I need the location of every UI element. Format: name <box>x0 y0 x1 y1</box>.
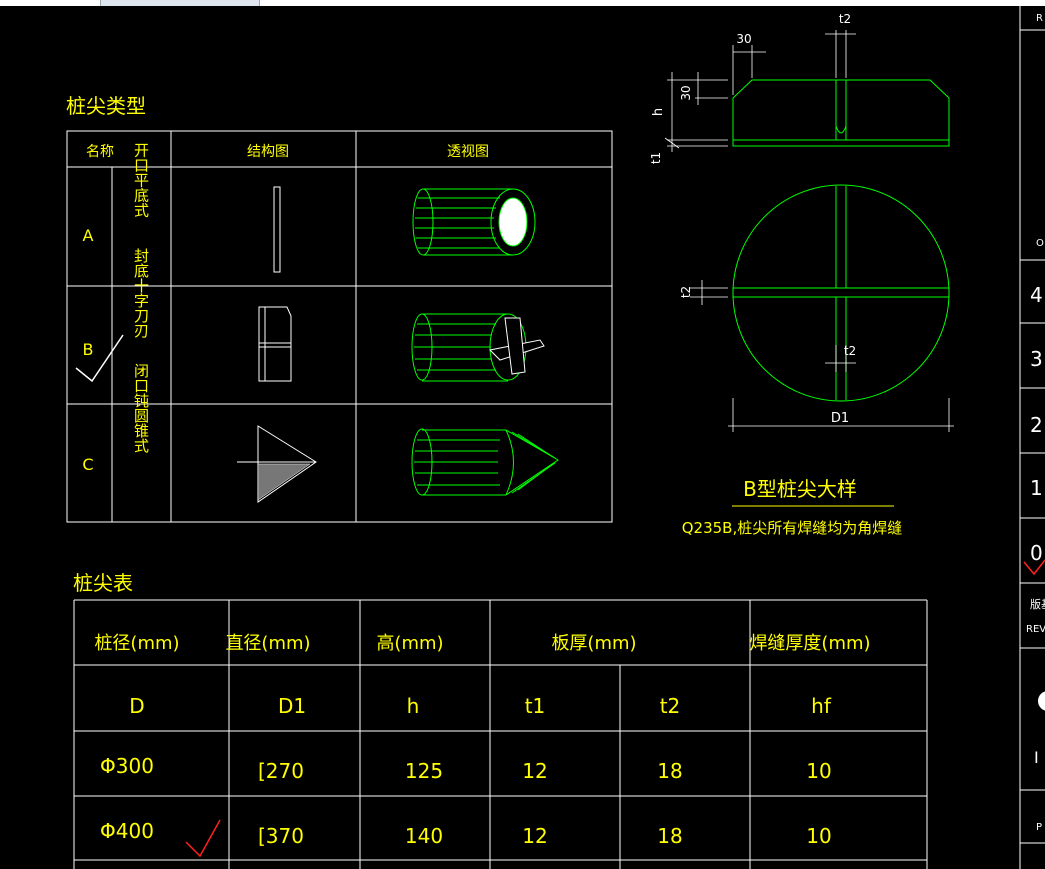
pile-tip-types-section: 桩尖类型 名称 结构图 透视图 A B C 开口平底式 封底十字刀刃 闭口钝圆锥… <box>66 94 613 523</box>
header-name: 名称 <box>86 144 114 160</box>
sym-d1: D1 <box>278 694 306 718</box>
th-pile-diameter: 桩径(mm) <box>94 633 179 654</box>
dim-30-top: 30 <box>736 32 751 46</box>
rev-4: 4 <box>1030 283 1043 307</box>
cell-height: 140 <box>405 824 443 848</box>
pile-tip-types-title: 桩尖类型 <box>66 94 146 118</box>
dim-30-side: 30 <box>679 85 693 100</box>
row-c-letter: C <box>82 455 93 474</box>
cell-pile-diameter: Φ300 <box>100 754 154 778</box>
sym-d: D <box>129 694 144 718</box>
row-b-letter: B <box>83 340 94 359</box>
table-row: Φ300 [270 125 12 18 10 <box>100 754 832 783</box>
sym-hf: hf <box>811 694 832 718</box>
table-row: Φ400 [370 140 12 18 10 <box>100 819 832 848</box>
logo-circle-icon <box>1038 691 1045 711</box>
rev-0: 0 <box>1030 541 1043 565</box>
detail-note: Q235B,桩尖所有焊缝均为角焊缝 <box>682 519 903 537</box>
dim-t2-top: t2 <box>839 12 851 26</box>
rev-2: 2 <box>1030 413 1043 437</box>
rev-red-mark-icon <box>1023 559 1045 576</box>
panel-label-o: O <box>1036 238 1044 249</box>
window-top-bar <box>0 0 1045 6</box>
cell-pile-diameter: Φ400 <box>100 819 154 843</box>
structure-c-cone <box>237 425 317 503</box>
th-weld-thickness: 焊缝厚度(mm) <box>749 633 870 654</box>
cell-diameter: [270 <box>258 759 304 783</box>
row-a-letter: A <box>83 226 94 245</box>
cell-t2: 18 <box>657 824 682 848</box>
dim-t1: t1 <box>649 152 663 164</box>
cad-drawing-canvas: 桩尖类型 名称 结构图 透视图 A B C 开口平底式 封底十字刀刃 闭口钝圆锥… <box>66 6 1045 869</box>
rev-1: 1 <box>1030 476 1043 500</box>
pile-tip-table: 桩尖表 桩径(mm) 直径(mm) 高(mm) 板厚(mm) 焊缝厚度(mm) … <box>73 571 928 869</box>
active-tab[interactable] <box>100 0 260 6</box>
panel-label-p: P <box>1036 822 1042 833</box>
cell-t1: 12 <box>522 824 547 848</box>
th-plate-thickness: 板厚(mm) <box>551 633 636 654</box>
dim-h: h <box>651 108 666 116</box>
cell-diameter: [370 <box>258 824 304 848</box>
sym-t2: t2 <box>660 694 681 718</box>
structure-b-cross <box>258 306 292 382</box>
cell-hf: 10 <box>806 759 831 783</box>
perspective-b-cylinder <box>411 313 545 382</box>
sym-h: h <box>407 694 420 718</box>
dim-d1: D1 <box>831 411 849 426</box>
th-diameter: 直径(mm) <box>225 633 310 654</box>
panel-label-rev: REV <box>1026 624 1045 635</box>
cell-t2: 18 <box>657 759 682 783</box>
structure-a-plate <box>273 186 281 273</box>
row-a-name: 开口平底式 <box>132 143 150 218</box>
th-height: 高(mm) <box>376 633 443 654</box>
check-mark-icon <box>75 334 124 383</box>
cell-height: 125 <box>405 759 443 783</box>
right-title-block: R O 4 3 2 1 0 版基 REV I P <box>1019 6 1045 869</box>
panel-label-r: R <box>1036 13 1043 24</box>
perspective-c-cone <box>411 428 559 496</box>
rev-3: 3 <box>1030 347 1043 371</box>
sym-t1: t1 <box>525 694 546 718</box>
header-structure: 结构图 <box>247 144 289 160</box>
panel-label-version: 版基 <box>1030 597 1045 611</box>
cell-t1: 12 <box>522 759 547 783</box>
row-c-name: 闭口钝圆锥式 <box>132 363 150 453</box>
header-perspective: 透视图 <box>447 144 489 160</box>
dim-t2-center: t2 <box>844 344 856 358</box>
panel-label-i: I <box>1034 748 1039 767</box>
pile-tip-table-title: 桩尖表 <box>73 571 133 595</box>
red-check-mark-icon <box>185 819 221 858</box>
detail-title: B型桩尖大样 <box>743 477 857 501</box>
cell-hf: 10 <box>806 824 831 848</box>
row-b-name: 封底十字刀刃 <box>132 248 150 339</box>
perspective-a-cylinder <box>412 188 536 256</box>
b-type-detail: 30 t2 30 h t1 t2 t2 D1 B型桩尖大样 <box>649 12 954 537</box>
dim-t2-left: t2 <box>679 286 693 298</box>
